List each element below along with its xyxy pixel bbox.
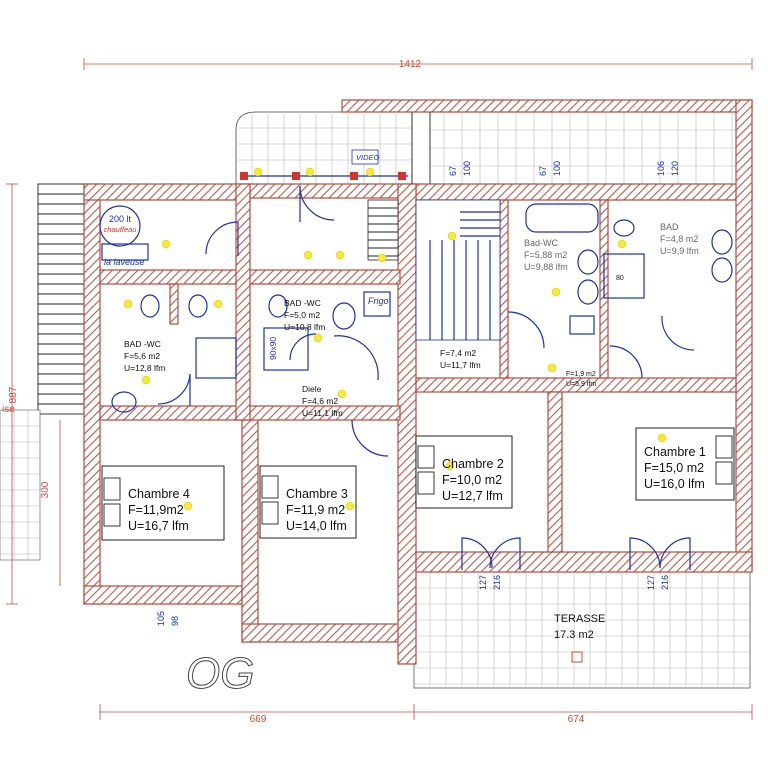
dim-left-partial: 300 <box>40 481 51 498</box>
chauffeau-label-1: 200 lt <box>109 214 132 224</box>
chauffeau-label-2: chauffeau <box>104 225 138 234</box>
stair-hall-perimeter: U=11,7 lfm <box>440 360 481 370</box>
diele-perimeter: U=11,1 lfm <box>302 408 343 418</box>
doors <box>157 185 695 570</box>
bad-wc-left-area: F=5,6 m2 <box>124 351 160 361</box>
stair-hall-area: F=7,4 m2 <box>440 348 476 358</box>
marker-dot <box>551 287 561 297</box>
win-stair-top-h: 100 <box>462 161 472 176</box>
floor-label: OG <box>186 649 254 698</box>
marker-dot <box>141 375 151 385</box>
bad-area: F=4,8 m2 <box>660 234 698 244</box>
chambre4-area: F=11,9m2 <box>128 503 184 517</box>
bad-perimeter: U=9,9 lfm <box>660 246 699 256</box>
balcony-tiles <box>235 111 742 185</box>
marker-dot <box>313 333 323 343</box>
walls <box>83 99 753 665</box>
marker-dot <box>161 239 171 249</box>
win-badwc-top-h: 100 <box>552 161 562 176</box>
chambre2-perimeter: U=12,7 lfm <box>442 489 503 503</box>
diele-area: F=4,6 m2 <box>302 396 338 406</box>
dim-bottom-right: 674 <box>568 714 585 725</box>
win-terrace-left-h: 216 <box>492 575 502 590</box>
marker-dot <box>123 299 133 309</box>
marker-dot <box>617 239 627 249</box>
drain-symbol <box>571 651 583 663</box>
marker-dot <box>335 250 345 260</box>
win-stair-top-w: 67 <box>448 166 458 176</box>
dim-bottom-left: 669 <box>250 714 267 725</box>
shower-size-label: 90x90 <box>268 337 278 360</box>
dim-top-total: 1412 <box>399 59 422 70</box>
markers <box>123 167 667 511</box>
chambre1-name: Chambre 1 <box>644 445 706 459</box>
marker-dot <box>253 167 263 177</box>
interior-stairs <box>367 112 501 341</box>
chambre4-name: Chambre 4 <box>128 487 190 501</box>
marker-dot <box>303 250 313 260</box>
marker-dot <box>547 363 557 373</box>
bad-wc-right-area: F=5,88 m2 <box>524 250 567 260</box>
chambre1-perimeter: U=16,0 lfm <box>644 477 705 491</box>
bad-wc-left-perimeter: U=12,8 lfm <box>124 363 165 373</box>
bad-name: BAD <box>660 222 679 232</box>
marker-dot <box>337 389 347 399</box>
small-room-perimeter: U=5,9 lfm <box>566 381 596 388</box>
terrace-tiles <box>413 571 751 689</box>
win-terrace-right-w: 127 <box>646 575 656 590</box>
bad-wc-left-name: BAD -WC <box>124 339 161 349</box>
exterior-stairs <box>0 183 85 561</box>
diele-name: Diele <box>302 384 322 394</box>
marker-dot <box>445 461 455 471</box>
marker-dot <box>345 501 355 511</box>
terrasse-name: TERASSE <box>554 613 605 625</box>
marker-dot <box>183 501 193 511</box>
bad-wc-mid-perimeter: U=10,8 lfm <box>284 322 325 332</box>
win-bad-top-h: 120 <box>670 161 680 176</box>
chambre3-name: Chambre 3 <box>286 487 348 501</box>
marker-dot <box>305 167 315 177</box>
bad-wc-mid-area: F=5,0 m2 <box>284 310 320 320</box>
small-room-area: F=1,9 m2 <box>566 371 596 378</box>
shower-80-label: 80 <box>616 275 624 282</box>
chambre2-area: F=10,0 m2 <box>442 473 502 487</box>
win-terrace-left-w: 127 <box>478 575 488 590</box>
marker-dot <box>657 433 667 443</box>
terrasse-area: 17.3 m2 <box>554 629 594 641</box>
win-ch4-h: 98 <box>170 616 180 626</box>
fixtures <box>99 149 733 413</box>
chambre3-area: F=11,9 m2 <box>286 503 345 517</box>
win-badwc-top-w: 67 <box>538 166 548 176</box>
bad-wc-right-perimeter: U=9,88 lfm <box>524 262 568 272</box>
chambre3-perimeter: U=14,0 lfm <box>286 519 347 533</box>
frigo-label: Frigo <box>368 296 389 306</box>
win-bad-top-w: 106 <box>656 161 666 176</box>
beds <box>101 427 735 541</box>
chambre2-name: Chambre 2 <box>442 457 504 471</box>
marker-dot <box>447 231 457 241</box>
win-ch4-w: 105 <box>156 611 166 626</box>
left-edge-label: ise <box>2 404 15 415</box>
bad-wc-mid-name: BAD -WC <box>284 298 321 308</box>
dimension-lines <box>6 58 753 720</box>
marker-dot <box>377 253 387 263</box>
marker-dot <box>365 167 375 177</box>
dim-left-total: 887 <box>8 386 19 403</box>
chambre1-area: F=15,0 m2 <box>644 461 704 475</box>
laveuse-label: la laveuse <box>104 257 145 267</box>
chambre4-perimeter: U=16,7 lfm <box>128 519 189 533</box>
marker-dot <box>213 299 223 309</box>
win-terrace-right-h: 216 <box>660 575 670 590</box>
bad-wc-right-name: Bad-WC <box>524 238 559 248</box>
video-label: VIDEO <box>356 153 380 162</box>
